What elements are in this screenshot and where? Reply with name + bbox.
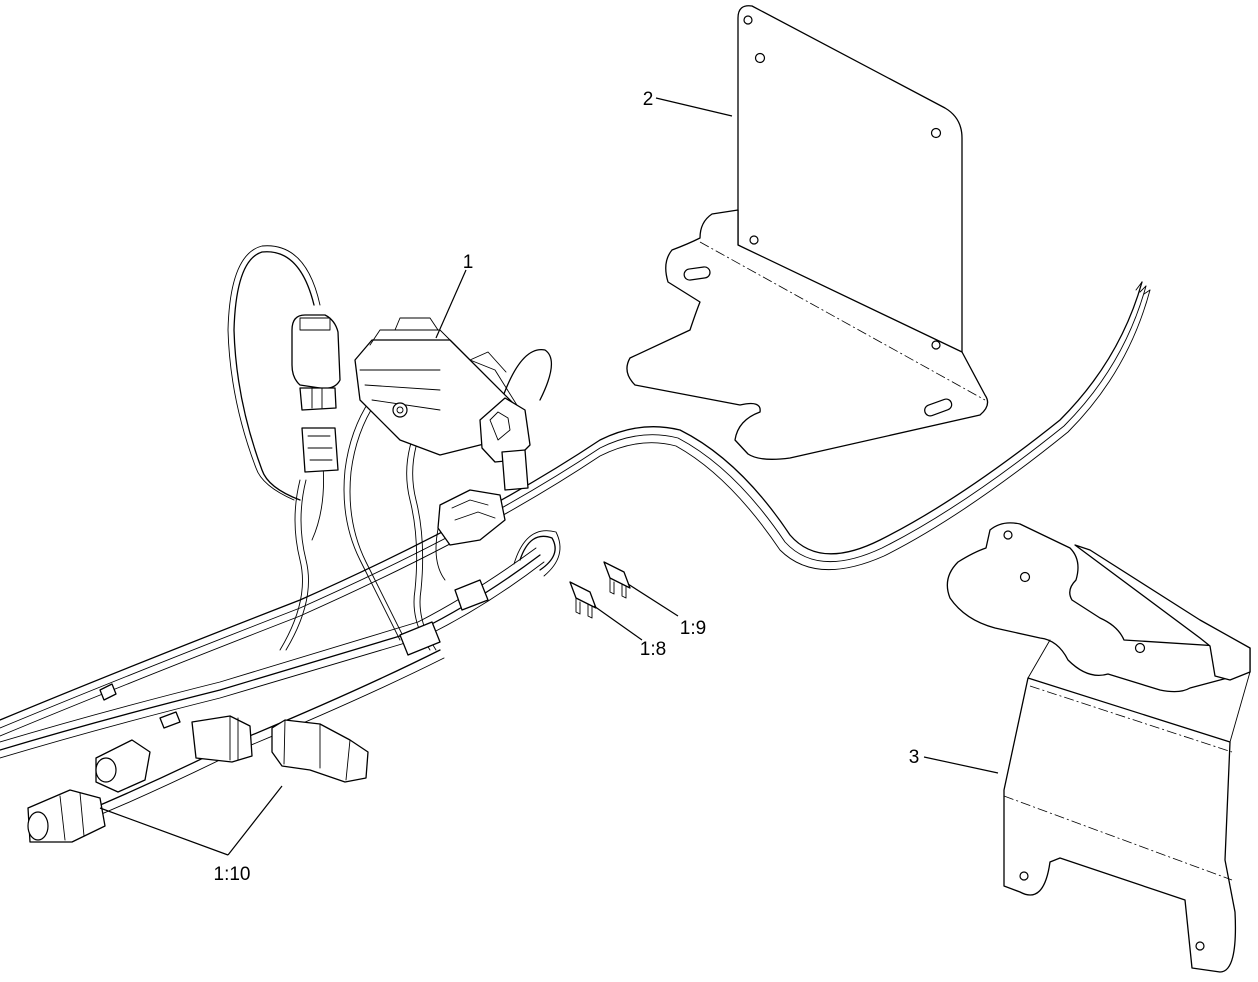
callout-1: 1 (463, 252, 474, 273)
bracket-part-2[interactable] (626, 5, 989, 460)
leader-lines (99, 97, 999, 856)
callout-3: 3 (909, 747, 920, 768)
callout-2: 2 (643, 89, 654, 110)
bracket-part-3[interactable] (946, 522, 1251, 973)
callout-1-10: 1:10 (214, 864, 251, 885)
callout-1-9: 1:9 (680, 618, 706, 639)
leader-1-9 (627, 583, 679, 617)
leader-1-8 (593, 605, 643, 641)
leader-3 (923, 756, 999, 774)
leader-1-10-a (99, 807, 229, 856)
leader-1-10-b (227, 785, 283, 856)
leader-1 (435, 269, 467, 339)
fuse-1-9[interactable] (603, 561, 631, 599)
wire-harness-part-1[interactable] (0, 245, 1151, 843)
leader-2 (655, 97, 733, 117)
fuse-1-8[interactable] (569, 581, 597, 619)
callout-1-8: 1:8 (640, 639, 666, 660)
